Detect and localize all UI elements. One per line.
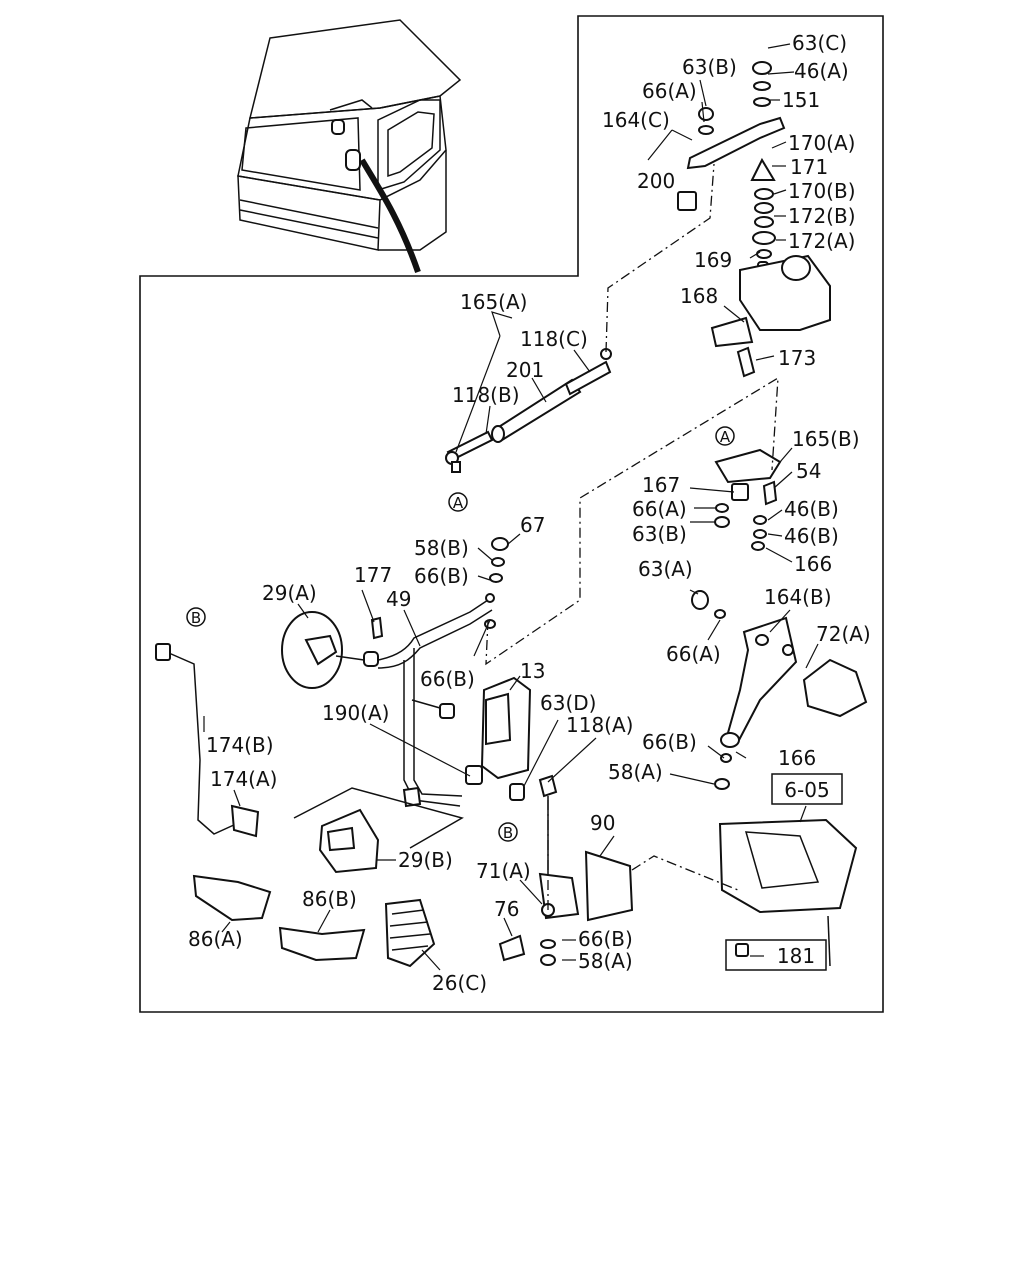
- svg-text:B: B: [503, 824, 513, 842]
- callout-167: 167: [642, 473, 680, 497]
- callout-76: 76: [494, 897, 519, 921]
- callout-46b-2: 46(B): [784, 524, 839, 548]
- callout-86b: 86(B): [302, 887, 357, 911]
- callout-164b: 164(B): [764, 585, 832, 609]
- callout-66a-top: 66(A): [642, 79, 697, 103]
- callout-29a: 29(A): [262, 581, 317, 605]
- callout-118a: 118(A): [566, 713, 633, 737]
- callout-164c: 164(C): [602, 108, 670, 132]
- callout-58a-bot: 58(A): [578, 949, 633, 973]
- svg-text:181: 181: [777, 944, 815, 968]
- reference-box-6-05: 6-05: [771, 773, 843, 805]
- callout-190a: 190(A): [322, 701, 389, 725]
- callout-58a-right: 58(A): [608, 760, 663, 784]
- callout-170b: 170(B): [788, 179, 856, 203]
- callout-168: 168: [680, 284, 718, 308]
- marker-b-top: B: [186, 607, 206, 627]
- callout-66a-low: 66(A): [666, 642, 721, 666]
- callout-201: 201: [506, 358, 544, 382]
- callout-174b: 174(B): [206, 733, 274, 757]
- callout-174a: 174(A): [210, 767, 277, 791]
- marker-b-bottom: B: [498, 822, 518, 842]
- callout-29b: 29(B): [398, 848, 453, 872]
- callout-165b: 165(B): [792, 427, 860, 451]
- callout-200: 200: [637, 169, 675, 193]
- callout-66b-top: 66(B): [414, 564, 469, 588]
- callout-171: 171: [790, 155, 828, 179]
- callout-151: 151: [782, 88, 820, 112]
- callout-66b-bot: 66(B): [578, 927, 633, 951]
- svg-text:A: A: [720, 428, 731, 446]
- callout-90: 90: [590, 811, 615, 835]
- callout-63a: 63(A): [638, 557, 693, 581]
- callout-49: 49: [386, 587, 411, 611]
- callout-63b-top: 63(B): [682, 55, 737, 79]
- callout-46b-1: 46(B): [784, 497, 839, 521]
- callout-170a: 170(A): [788, 131, 855, 155]
- callout-66a-mid: 66(A): [632, 497, 687, 521]
- callout-54: 54: [796, 459, 821, 483]
- diagram-frame: [139, 15, 884, 1013]
- marker-a-right: A: [715, 426, 735, 446]
- truck-cab-illustration: [237, 19, 462, 273]
- mirror-assembly: [281, 537, 558, 900]
- callout-166-bot: 166: [778, 746, 816, 770]
- callout-46a: 46(A): [794, 59, 849, 83]
- callout-118b: 118(B): [452, 383, 520, 407]
- svg-text:A: A: [453, 494, 464, 512]
- marker-a-left: A: [448, 492, 468, 512]
- callout-172b: 172(B): [788, 204, 856, 228]
- reference-box-181: 181: [725, 939, 827, 971]
- callout-63b-mid: 63(B): [632, 522, 687, 546]
- callout-172a: 172(A): [788, 229, 855, 253]
- callout-13: 13: [520, 659, 545, 683]
- callout-86a: 86(A): [188, 927, 243, 951]
- callout-66b-left: 66(B): [420, 667, 475, 691]
- callout-63c: 63(C): [792, 31, 847, 55]
- callout-66b-right: 66(B): [642, 730, 697, 754]
- callout-71a: 71(A): [476, 859, 531, 883]
- callout-26c: 26(C): [432, 971, 487, 995]
- shift-rod: [445, 348, 612, 473]
- svg-text:6-05: 6-05: [784, 778, 829, 802]
- callout-166-top: 166: [794, 552, 832, 576]
- callout-165a: 165(A): [460, 290, 527, 314]
- callout-63d: 63(D): [540, 691, 596, 715]
- lever-bracket-assembly: [691, 448, 868, 790]
- callout-labels: 63(C) 46(A) 63(B) 66(A) 151 164(C) 170(A…: [188, 31, 871, 995]
- callout-58b: 58(B): [414, 536, 469, 560]
- callout-177: 177: [354, 563, 392, 587]
- leader-lines: [203, 43, 819, 971]
- callout-118c: 118(C): [520, 327, 588, 351]
- lower-parts: [155, 643, 858, 968]
- callout-173: 173: [778, 346, 816, 370]
- callout-67: 67: [520, 513, 545, 537]
- callout-169: 169: [694, 248, 732, 272]
- callout-72a: 72(A): [816, 622, 871, 646]
- svg-text:B: B: [191, 609, 201, 627]
